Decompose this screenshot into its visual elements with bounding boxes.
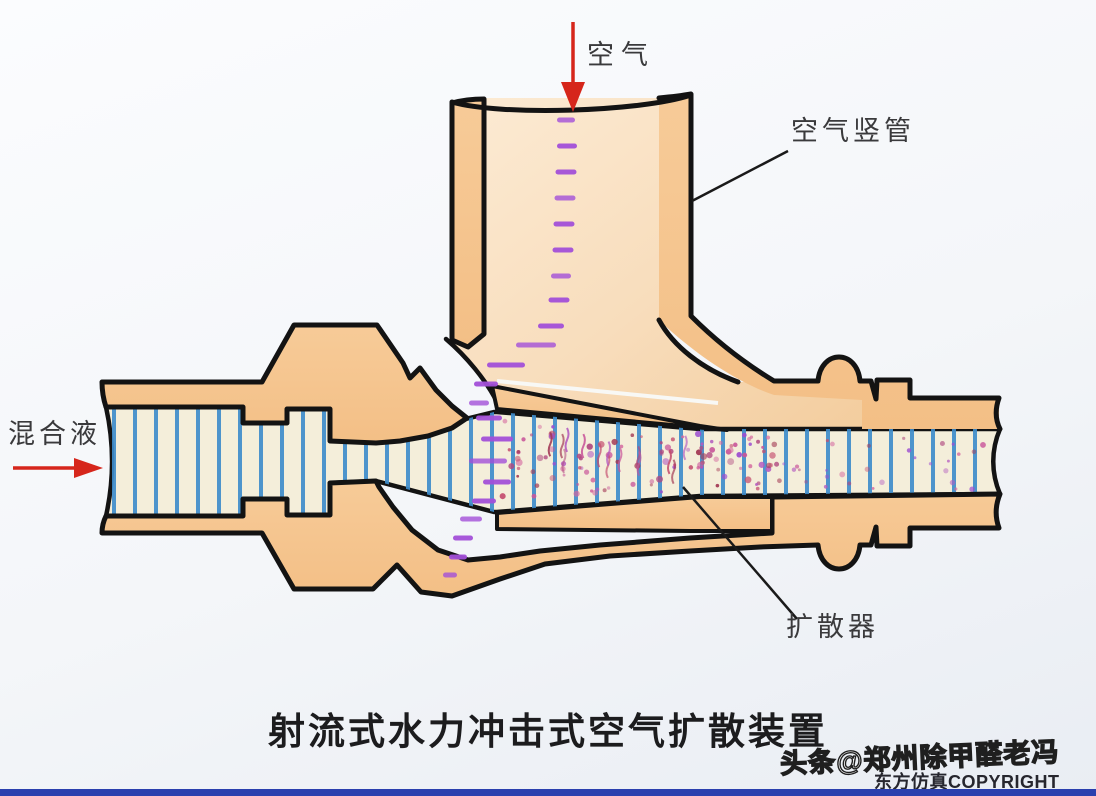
diffuser-bottom-wall — [495, 495, 774, 533]
diffuser-gap-line — [496, 379, 719, 405]
mixture-inlet-label: 混合液 — [8, 419, 101, 449]
diffuser-top-wall — [490, 384, 729, 432]
pipe-right-wall-inner-edge — [656, 317, 741, 385]
body-lower-band — [99, 478, 1003, 599]
bottom-blue-bar — [0, 789, 1096, 796]
diffuser-label: 扩散器 — [786, 612, 879, 642]
air-bubble-speckles — [499, 418, 986, 500]
air-pipe-label: 空气竖管 — [791, 116, 915, 146]
air-flow-arrow-icon — [561, 22, 585, 112]
pipe-left-wall — [449, 96, 487, 350]
copyright-text: 东方仿真COPYRIGHT — [874, 772, 1060, 792]
air-pipe-leader-line — [691, 149, 789, 203]
mixture-flow-arrow-icon — [13, 458, 103, 478]
pipe-top-rim — [449, 92, 694, 113]
diagram-title: 射流式水力冲击式空气扩散装置 — [268, 712, 828, 753]
body-upper-left — [99, 322, 470, 446]
air-flow-dashes — [443, 117, 577, 578]
air-label: 空气 — [587, 40, 655, 70]
diffuser-leader-line — [682, 486, 798, 620]
